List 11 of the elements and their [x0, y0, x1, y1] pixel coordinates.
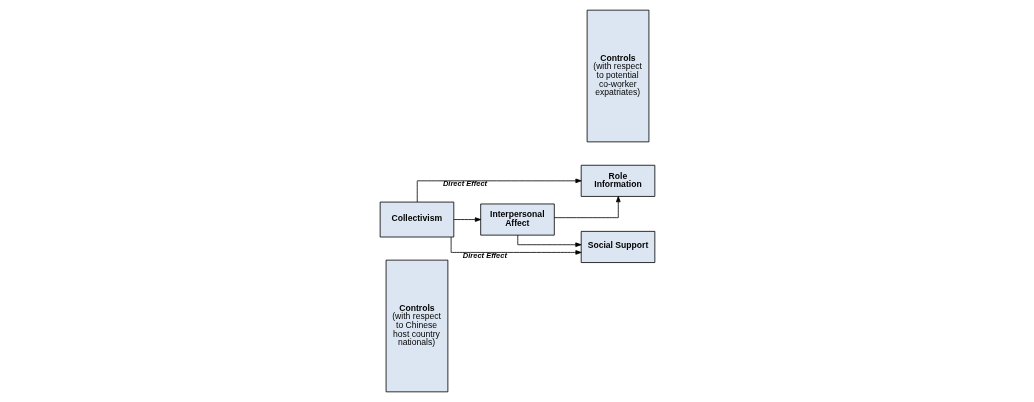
arrow [452, 217, 481, 222]
arrow [553, 196, 621, 219]
node-box: Collectivism [379, 201, 454, 238]
node-box: Interpersonal Affect [479, 203, 555, 236]
node-box: Social Support [580, 230, 655, 263]
arrow [516, 234, 582, 247]
arrow [416, 178, 582, 203]
node-box: Controls (with respect to potential co-worker expatriates) [586, 9, 649, 143]
node-box: Controls (with respect to Chinese host country nationals) [385, 259, 448, 393]
node-box: Role Information [580, 164, 655, 197]
arrow [450, 236, 582, 255]
